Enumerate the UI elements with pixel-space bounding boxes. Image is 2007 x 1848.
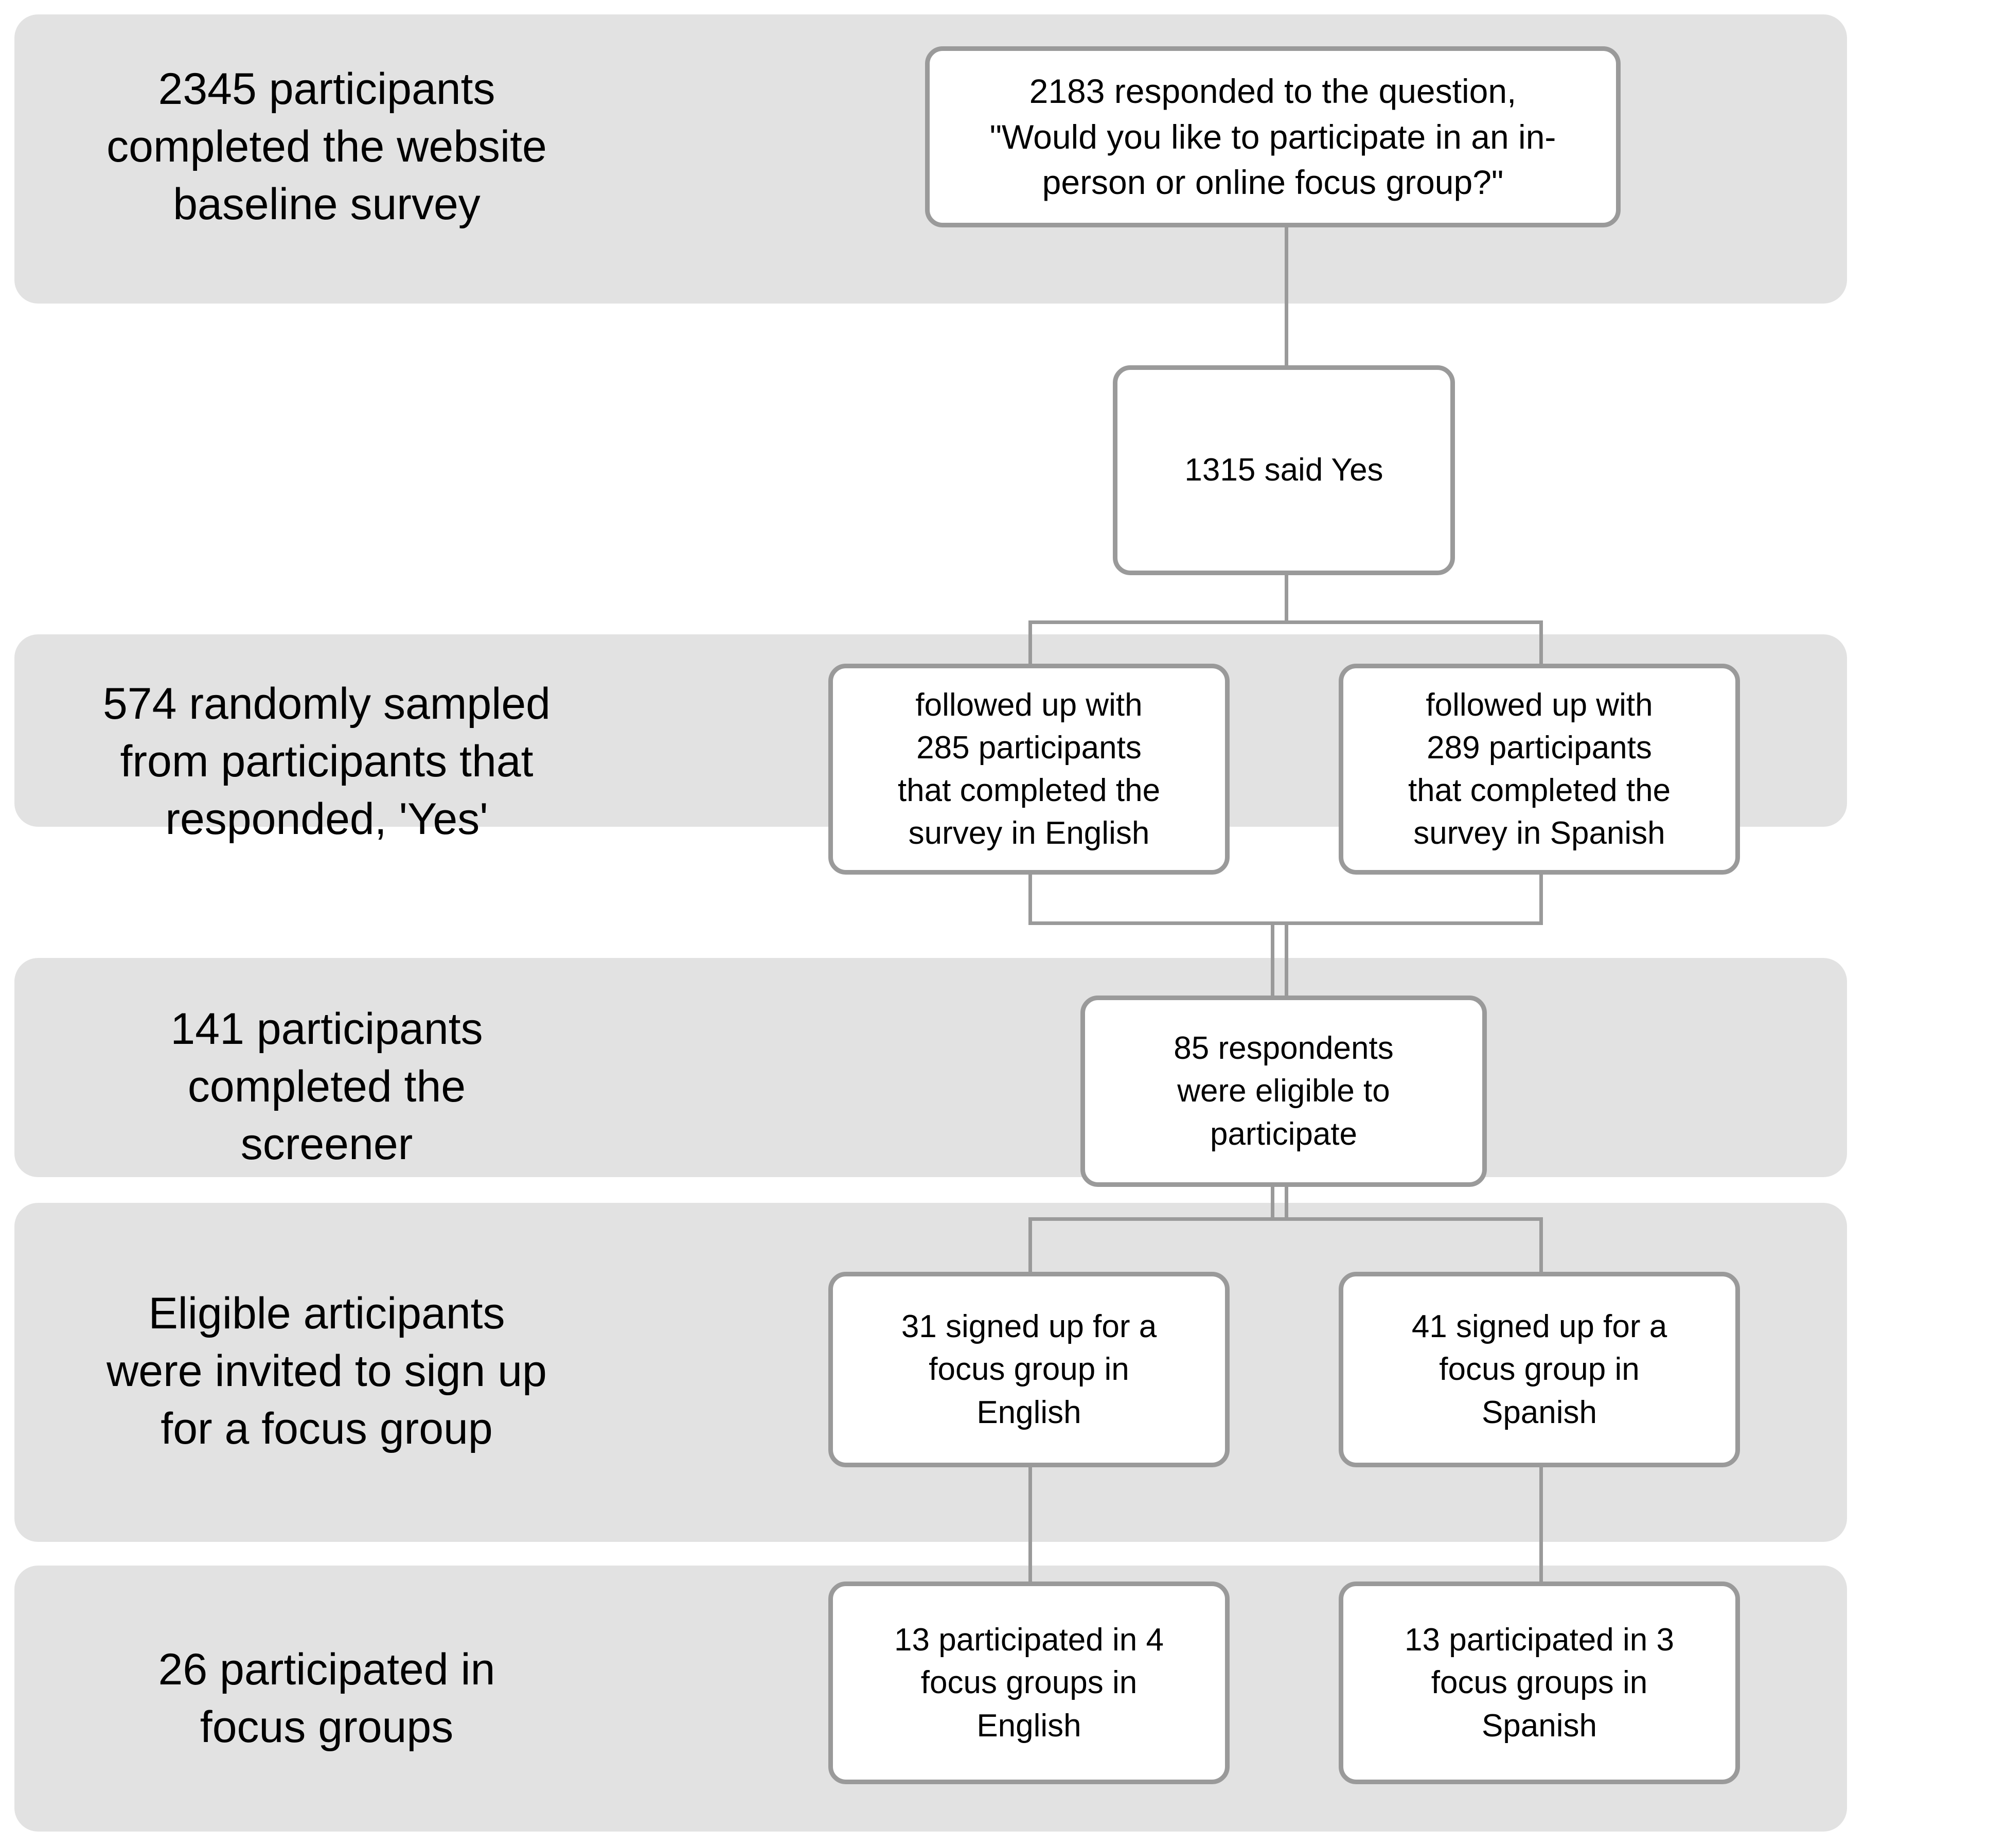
node-followup-english: followed up with 285 participants that c… [828,664,1230,875]
node-signup-english: 31 signed up for a focus group in Englis… [828,1272,1230,1467]
band-screener-label: 141 participants completed the screener [170,1004,483,1169]
band-sampled-label: 574 randomly sampled from participants t… [102,679,551,844]
band-focus-label: 26 participated in focus groups [158,1645,495,1752]
connector-eligible-stem-a [1271,1187,1274,1220]
node-eligible: 85 respondents were eligible to particip… [1080,996,1487,1187]
node-responded: 2183 responded to the question, "Would y… [925,46,1621,227]
connector-eligible-to-signup-english [1028,1217,1032,1276]
connector-yes-to-english [1028,620,1032,677]
node-signup-spanish: 41 signed up for a focus group in Spanis… [1339,1272,1740,1467]
connector-yes-split-bar [1028,620,1543,624]
node-attended-english: 13 participated in 4 focus groups in Eng… [828,1582,1230,1784]
connector-responded-to-yes [1285,227,1288,370]
connector-eligible-stem-b [1285,1187,1288,1220]
band-screener [14,958,1847,1177]
connector-yes-to-spanish [1539,620,1543,677]
node-followup-spanish: followed up with 289 participants that c… [1339,664,1740,875]
connector-english-down [1028,875,1032,925]
node-attended-spanish: 13 participated in 3 focus groups in Spa… [1339,1582,1740,1784]
connector-merge-to-eligible-a [1271,921,1274,1003]
connector-merge-to-eligible-b [1285,921,1288,1003]
connector-yes-stem [1285,575,1288,622]
connector-spanish-down [1539,875,1543,925]
connector-eligible-split-bar [1028,1217,1543,1221]
band-invited-label: Eligible articipants were invited to sig… [106,1289,547,1453]
connector-signup-english-to-attended [1028,1467,1032,1582]
connector-signup-spanish-to-attended [1539,1467,1543,1582]
band-baseline-label: 2345 participants completed the website … [106,64,547,229]
connector-eligible-to-signup-spanish [1539,1217,1543,1276]
node-said-yes: 1315 said Yes [1113,365,1455,575]
